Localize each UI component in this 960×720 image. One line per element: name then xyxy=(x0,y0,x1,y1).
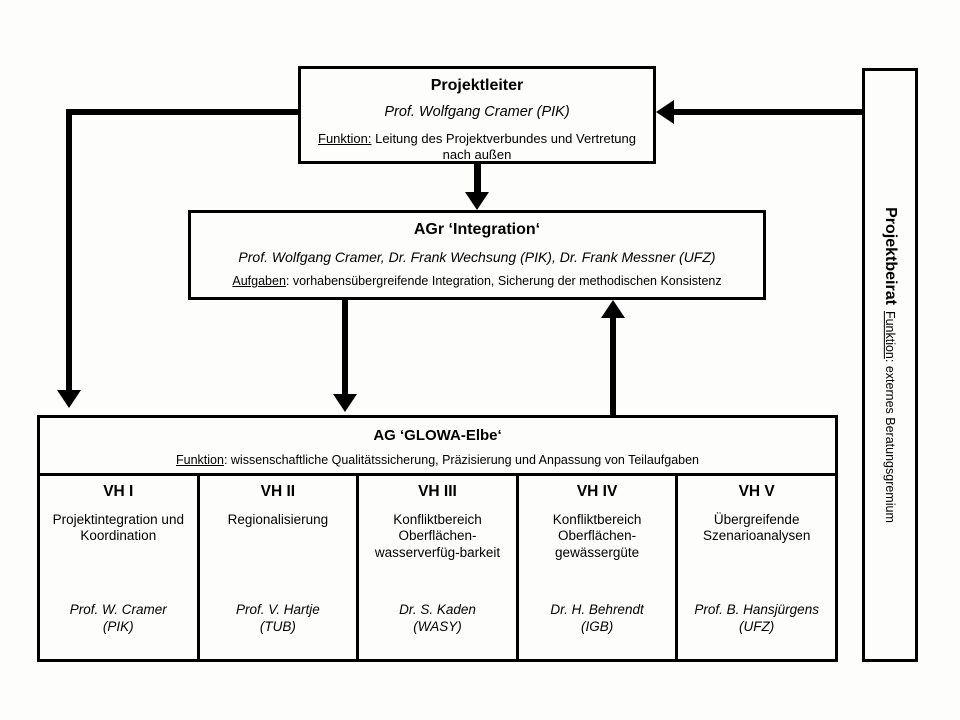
ag-glowa-title: AG ‘GLOWA-Elbe‘ xyxy=(373,427,502,444)
projektbeirat-function-label: Funktion xyxy=(883,310,898,359)
projektleiter-box[interactable]: Projektleiter Prof. Wolfgang Cramer (PIK… xyxy=(298,66,656,164)
agr-integration-function-label: Aufgaben xyxy=(232,274,286,289)
connector-ag-to-integration-line xyxy=(610,318,616,415)
projektbeirat-function: Funktion: externes Beratungsgremium xyxy=(883,311,897,523)
vh-column-2-institute: (TUB) xyxy=(259,618,296,634)
ag-glowa-elbe-box[interactable]: AG ‘GLOWA-Elbe‘ Funktion: wissenschaftli… xyxy=(37,415,838,662)
ag-glowa-function-text: : wissenschaftliche Qualitätssicherung, … xyxy=(223,453,699,468)
projektbeirat-title: Projektbeirat xyxy=(882,207,900,305)
connector-beirat-to-projektleiter-line xyxy=(674,109,862,115)
vh-column-2-person: Prof. V. Hartje (TUB) xyxy=(205,602,352,635)
vh-column-3[interactable]: VH III Konfliktbereich Oberflächen-wasse… xyxy=(359,476,519,659)
projektleiter-function: Funktion: Leitung des Projektverbundes u… xyxy=(309,131,645,164)
agr-integration-function-text: : vorhabensübergreifende Integration, Si… xyxy=(285,274,722,289)
vh-column-3-person: Dr. S. Kaden (WASY) xyxy=(364,602,511,635)
ag-glowa-function-label: Funktion xyxy=(175,453,224,468)
vh-column-1-person: Prof. W. Cramer (PIK) xyxy=(45,602,192,635)
vh-column-5-person: Prof. B. Hansjürgens (UFZ) xyxy=(683,602,830,635)
connector-projektleiter-to-integration-line xyxy=(474,164,481,196)
connector-integration-to-ag-arrowhead xyxy=(333,394,357,412)
ag-glowa-function: Funktion: wissenschaftliche Qualitätssic… xyxy=(40,453,835,469)
agr-integration-box[interactable]: AGr ‘Integration‘ Prof. Wolfgang Cramer,… xyxy=(188,210,766,300)
projektleiter-function-label: Funktion: xyxy=(318,130,372,146)
projektleiter-title: Projektleiter xyxy=(430,77,524,94)
vh-column-3-institute: (WASY) xyxy=(413,618,462,634)
vh-column-5-title: VH V xyxy=(738,483,775,500)
connector-ag-to-integration-arrowhead xyxy=(601,300,625,318)
vh-column-2-description: Regionalisierung xyxy=(227,512,329,527)
vh-column-1-title: VH I xyxy=(103,483,134,500)
agr-integration-people: Prof. Wolfgang Cramer, Dr. Frank Wechsun… xyxy=(238,249,716,266)
vh-column-3-title: VH III xyxy=(418,483,457,500)
connector-projektleiter-to-ag-horizontal xyxy=(66,109,300,115)
vh-column-1-description: Projektintegration und Koordination xyxy=(52,512,184,544)
vh-column-5-description: Übergreifende Szenarioanalysen xyxy=(703,512,811,544)
projektbeirat-box[interactable]: Projektbeirat Funktion: externes Beratun… xyxy=(862,68,918,662)
connector-integration-to-ag-line xyxy=(342,300,348,397)
projektbeirat-rotated-text: Projektbeirat Funktion: externes Beratun… xyxy=(881,207,899,523)
agr-integration-function: Aufgaben: vorhabensübergreifende Integra… xyxy=(197,274,757,290)
vh-column-1-person-name: Prof. W. Cramer xyxy=(69,602,167,618)
vh-columns-row: VH I Projektintegration und Koordination… xyxy=(40,476,835,659)
agr-integration-title: AGr ‘Integration‘ xyxy=(413,221,541,238)
ag-glowa-header: AG ‘GLOWA-Elbe‘ Funktion: wissenschaftli… xyxy=(40,418,835,476)
vh-column-1-institute: (PIK) xyxy=(102,618,134,634)
vh-column-1[interactable]: VH I Projektintegration und Koordination… xyxy=(40,476,200,659)
vh-column-4-person: Dr. H. Behrendt (IGB) xyxy=(524,602,671,635)
projektleiter-function-text: Leitung des Projektverbundes und Vertret… xyxy=(371,130,636,163)
vh-column-4-description: Konfliktbereich Oberflächen-gewässergüte xyxy=(552,512,642,560)
vh-column-2[interactable]: VH II Regionalisierung Prof. V. Hartje (… xyxy=(200,476,360,659)
vh-column-5-person-name: Prof. B. Hansjürgens xyxy=(694,602,819,618)
vh-column-4-title: VH IV xyxy=(576,483,618,500)
vh-column-2-person-name: Prof. V. Hartje xyxy=(236,602,320,618)
connector-projektleiter-to-integration-arrowhead xyxy=(465,192,489,210)
connector-projektleiter-to-ag-vertical xyxy=(66,109,72,393)
projektbeirat-function-text: : externes Beratungsgremium xyxy=(883,358,898,523)
vh-column-4-institute: (IGB) xyxy=(580,618,614,634)
connector-projektleiter-to-ag-arrowhead xyxy=(57,390,81,408)
vh-column-3-person-name: Dr. S. Kaden xyxy=(399,602,476,618)
connector-beirat-to-projektleiter-arrowhead xyxy=(656,100,674,124)
vh-column-5[interactable]: VH V Übergreifende Szenarioanalysen Prof… xyxy=(678,476,835,659)
vh-column-3-description: Konfliktbereich Oberflächen-wasserverfüg… xyxy=(374,512,501,560)
vh-column-4[interactable]: VH IV Konfliktbereich Oberflächen-gewäss… xyxy=(519,476,679,659)
vh-column-4-person-name: Dr. H. Behrendt xyxy=(550,602,644,618)
projektleiter-people: Prof. Wolfgang Cramer (PIK) xyxy=(384,104,570,121)
vh-column-2-title: VH II xyxy=(260,483,296,500)
vh-column-5-institute: (UFZ) xyxy=(739,618,775,634)
